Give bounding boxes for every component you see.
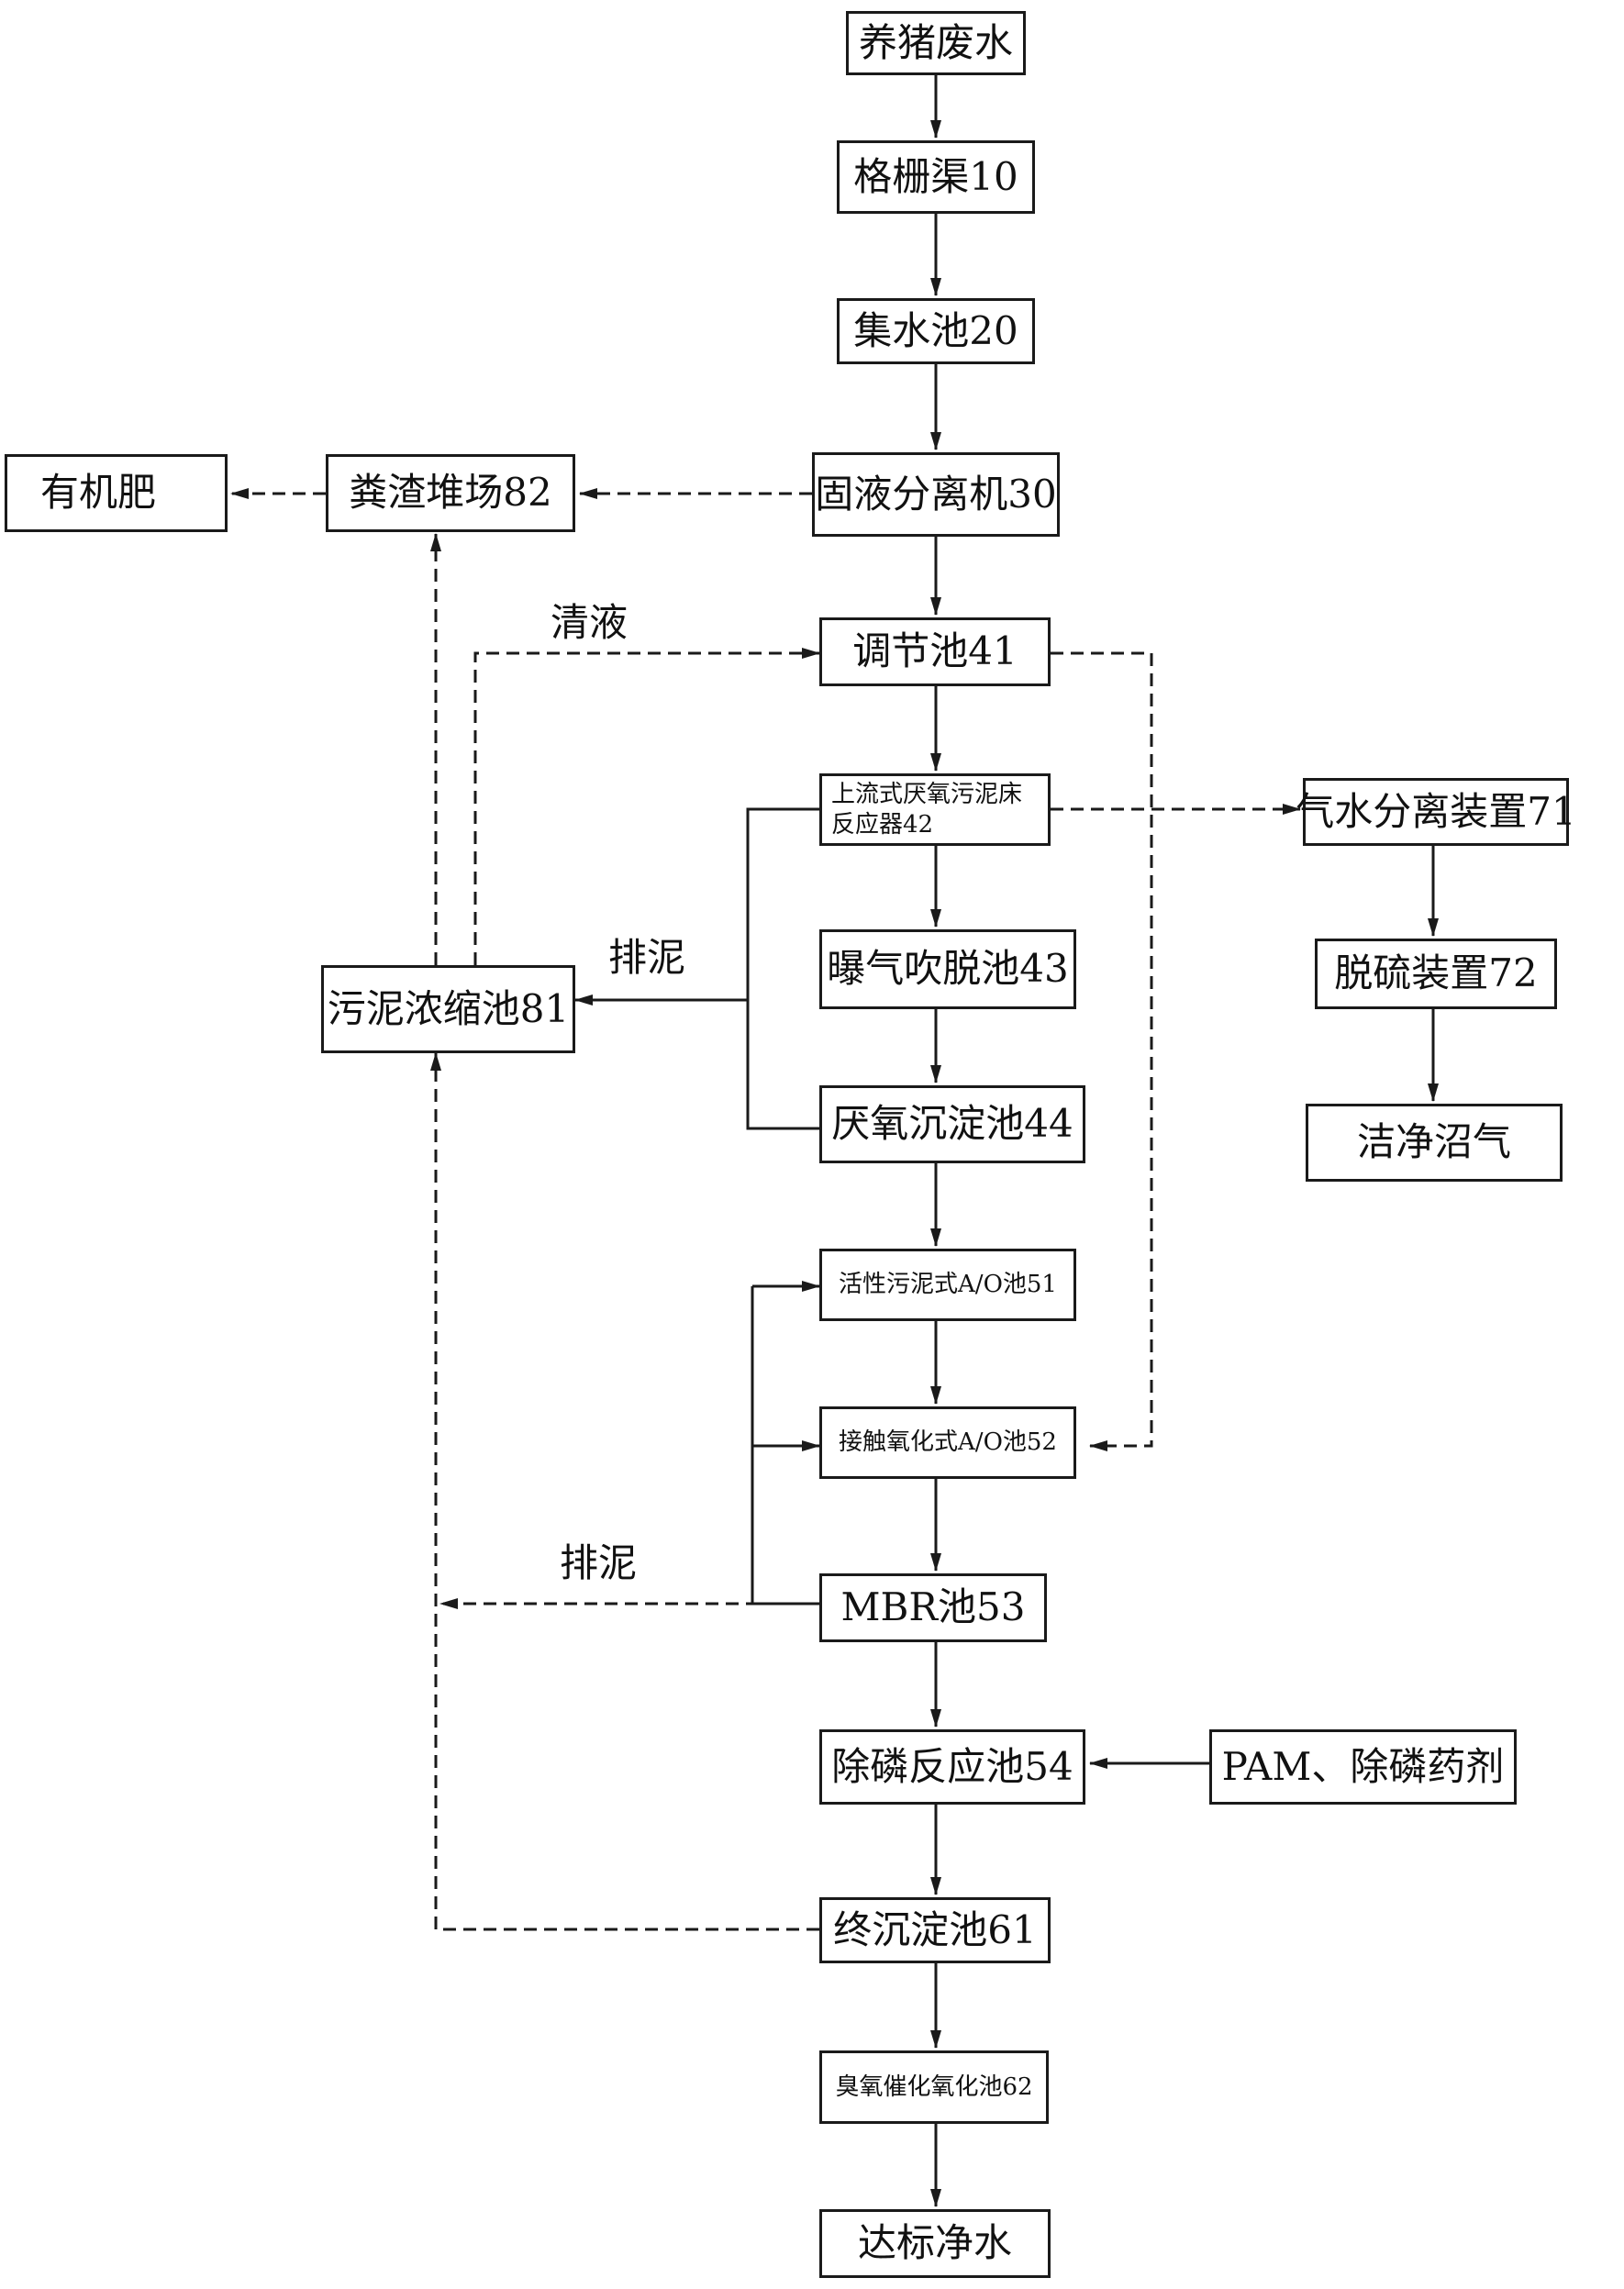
label-clear-liquid: 清液 bbox=[551, 600, 628, 645]
node-aeration-stripping-tank: 曝气吹脱池43 bbox=[819, 929, 1076, 1009]
node-gas-water-separator: 气水分离装置71 bbox=[1296, 778, 1576, 846]
node-compliant-clean-water: 达标净水 bbox=[819, 2209, 1051, 2278]
node-label: 养猪废水 bbox=[858, 19, 1013, 65]
node-label: 洁净沼气 bbox=[1356, 1119, 1511, 1165]
node-phosphorus-removal-tank: 除磷反应池54 bbox=[819, 1729, 1085, 1805]
node-label: 集水池20 bbox=[853, 307, 1018, 353]
arrow-final-to-thickener bbox=[430, 1052, 819, 1931]
node-final-sedimentation-tank: 终沉淀池61 bbox=[819, 1897, 1051, 1963]
node-label: 达标净水 bbox=[857, 2220, 1012, 2266]
node-label: 调节池41 bbox=[852, 628, 1018, 674]
node-manure-yard: 粪渣堆场82 bbox=[326, 454, 575, 532]
node-clean-biogas: 洁净沼气 bbox=[1306, 1104, 1563, 1182]
node-label: 格栅渠10 bbox=[853, 153, 1018, 199]
arrow-clear-liquid-return bbox=[473, 648, 820, 965]
node-label: 曝气吹脱池43 bbox=[827, 946, 1069, 992]
node-solid-liquid-separator: 固液分离机30 bbox=[812, 452, 1060, 537]
node-label: 反应器42 bbox=[831, 810, 934, 839]
node-activated-sludge-ao-tank: 活性污泥式A/O池51 bbox=[819, 1249, 1076, 1321]
node-desulfurization-unit: 脱硫装置72 bbox=[1315, 939, 1557, 1009]
node-uasb-reactor: 上流式厌氧污泥床反应器42 bbox=[819, 773, 1051, 846]
node-pam-dephosphorization-agent: PAM、除磷药剂 bbox=[1209, 1729, 1517, 1805]
node-sludge-thickener: 污泥浓缩池81 bbox=[321, 965, 575, 1053]
node-label: 上流式厌氧污泥床 bbox=[831, 781, 1023, 808]
line-uasb-sludge bbox=[746, 807, 819, 1130]
node-label: 终沉淀池61 bbox=[833, 1906, 1037, 1952]
node-label: 臭氧催化氧化池62 bbox=[835, 2072, 1033, 2101]
node-label: 脱硫装置72 bbox=[1334, 950, 1538, 996]
node-label: 气水分离装置71 bbox=[1296, 788, 1576, 834]
node-collection-tank: 集水池20 bbox=[837, 298, 1035, 364]
label-sludge-discharge-lower: 排泥 bbox=[560, 1540, 638, 1585]
node-label: 接触氧化式A/O池52 bbox=[839, 1428, 1057, 1457]
node-label: 有机肥 bbox=[40, 470, 157, 516]
arrow-regulate-bypass-to-ao52 bbox=[1051, 651, 1153, 1451]
node-label: 厌氧沉淀池44 bbox=[831, 1101, 1073, 1147]
node-pig-wastewater: 养猪废水 bbox=[846, 11, 1026, 75]
node-mbr-tank: MBR池53 bbox=[819, 1573, 1047, 1642]
node-organic-fertilizer: 有机肥 bbox=[5, 454, 228, 532]
label-sludge-discharge-upper: 排泥 bbox=[608, 935, 686, 980]
node-label: MBR池53 bbox=[840, 1584, 1026, 1630]
node-regulating-tank: 调节池41 bbox=[819, 617, 1051, 686]
node-anaerobic-sedimentation-tank: 厌氧沉淀池44 bbox=[819, 1085, 1085, 1163]
node-label: 固液分离机30 bbox=[815, 471, 1057, 517]
node-contact-oxidation-ao-tank: 接触氧化式A/O池52 bbox=[819, 1406, 1076, 1479]
node-label: 活性污泥式A/O池51 bbox=[839, 1271, 1057, 1299]
node-label: 污泥浓缩池81 bbox=[327, 985, 570, 1031]
node-ozone-catalytic-oxidation-tank: 臭氧催化氧化池62 bbox=[819, 2050, 1049, 2124]
node-label: PAM、除磷药剂 bbox=[1221, 1743, 1505, 1789]
node-label: 粪渣堆场82 bbox=[349, 470, 552, 516]
node-screen-channel: 格栅渠10 bbox=[837, 140, 1035, 214]
node-label: 除磷反应池54 bbox=[831, 1743, 1073, 1789]
